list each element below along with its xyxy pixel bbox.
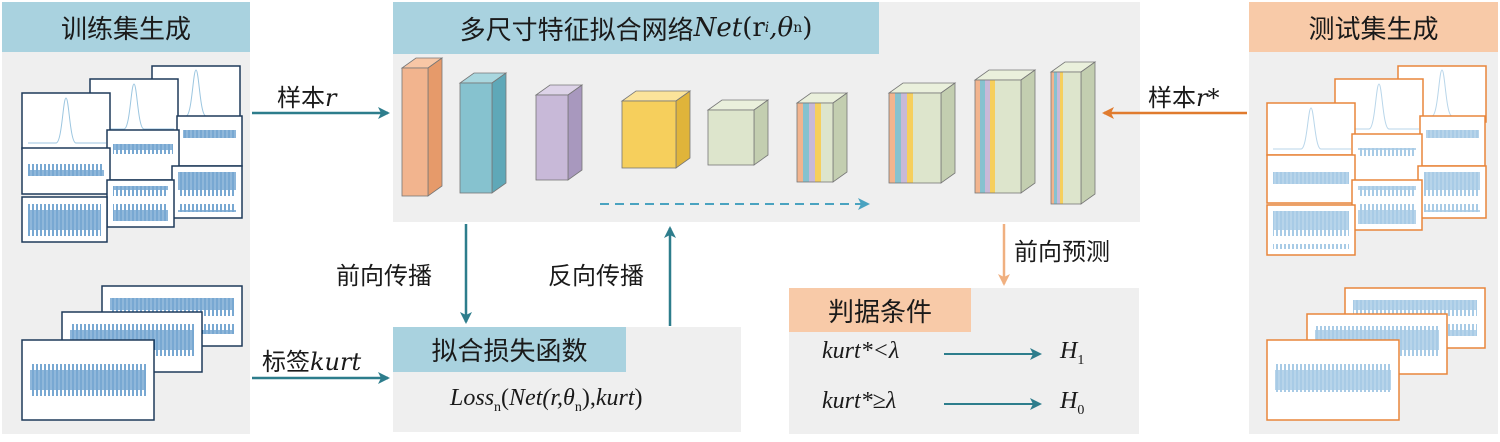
sample-rstar-label: 样本r* [1148,78,1219,113]
rule1-op: *<λ [860,338,900,364]
loss-formula-kurt: kurt [595,385,635,411]
criteria-rule-1-result: H1 [1060,338,1084,369]
label-kurt-cn: 标签 [262,348,310,376]
loss-formula-rest3: ), [581,385,596,411]
loss-formula-sub: n [494,399,502,415]
sample-rstar-cn: 样本 [1148,84,1196,112]
network-title-cn: 多尺寸特征拟合网络 [459,15,694,46]
rule2-rhs: H [1060,388,1078,414]
rule1-rhs: H [1060,338,1078,364]
rule1-sub: 1 [1077,352,1085,368]
network-title-close: ) [802,13,813,43]
layer-7 [887,82,957,184]
loss-formula-rest1: ( [501,385,510,411]
sample-r-label: 样本r [277,78,336,113]
train-signal-stack-bottom [21,285,243,421]
criteria-rule-2: kurt*≥λ [822,388,896,415]
sample-r-var: r [325,84,337,112]
test-panel-title: 测试集生成 [1249,2,1498,52]
test-signal-stack-bottom [1266,287,1486,421]
network-title-mid: ,θ [769,13,794,43]
loss-title: 拟合损失函数 [393,327,626,372]
loss-formula-loss: Loss [450,385,495,411]
criteria-rule-2-result: H0 [1060,388,1084,419]
loss-formula-rest2: (r,θ [542,385,575,411]
sample-rstar-var: r* [1196,84,1220,112]
rule1-lhs: kurt [822,338,861,364]
loss-formula-sub2: n [574,399,582,415]
loss-formula-end: ) [634,385,643,411]
network-layers [400,57,1097,205]
criteria-title: 判据条件 [789,288,971,332]
network-title-sub2: n [793,20,803,36]
network-title-args: (r [742,13,765,43]
criteria-rule-1: kurt*<λ [822,338,899,365]
layer-6 [795,92,849,183]
loss-formula-net: Net [509,385,543,411]
rule2-op: *≥λ [860,388,897,414]
layer-8 [973,69,1037,194]
rule2-lhs: kurt [822,388,861,414]
train-signal-stack-top [21,65,243,243]
train-panel-title: 训练集生成 [2,2,250,52]
layer-2 [458,72,508,194]
layer-1 [400,57,444,197]
forward-predict-label: 前向预测 [1014,238,1110,266]
network-title-fn: Net [693,13,743,43]
forward-prop-label: 前向传播 [336,262,432,290]
sample-r-cn: 样本 [277,84,325,112]
layer-9 [1049,61,1097,205]
label-kurt-var: kurt [310,348,362,376]
backward-prop-label: 反向传播 [548,262,644,290]
network-title-sub1: i [764,20,770,36]
layer-3 [534,84,584,181]
loss-formula: Lossn(Net(r,θn),kurt) [450,385,643,416]
layer-4 [620,90,692,169]
test-signal-stack-top [1266,65,1487,256]
rule2-sub: 0 [1077,402,1085,418]
label-kurt-label: 标签kurt [262,342,361,377]
layer-5 [706,99,770,166]
